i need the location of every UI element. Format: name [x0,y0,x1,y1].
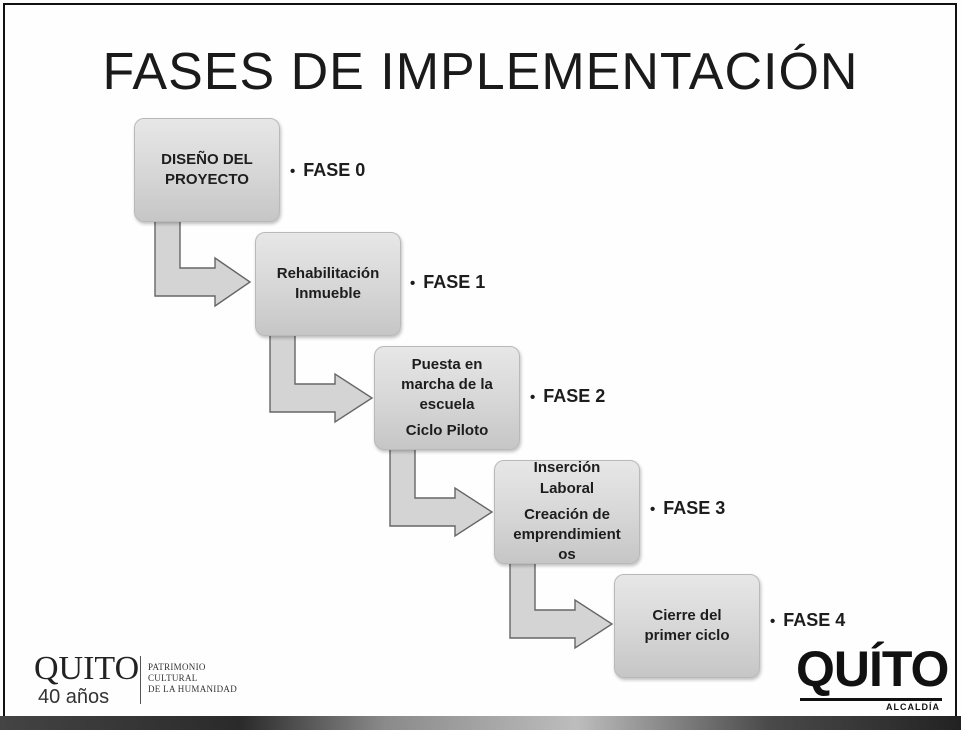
phase-box-4: Cierre del primer ciclo [614,574,760,678]
phase-4-line-2: primer ciclo [644,627,730,644]
phase-box-3: Inserción Laboral Creación de emprendimi… [494,459,640,564]
quito-alcaldia-word: QUÍTO [796,641,949,697]
phase-3-subtitle: Creación de emprendimient os [513,505,621,564]
phase-0-line-2: PROYECTO [165,171,249,188]
arrow-fase-3-to-4 [509,559,614,650]
logo-divider [140,656,141,704]
phase-3-label: • FASE 3 [650,498,725,519]
phase-2-line-1: Puesta en [411,355,483,373]
phase-2-line-2: marcha de la [401,375,493,393]
logo-rule [800,698,942,701]
phase-3-line-1: Inserción [533,459,601,477]
phase-1-label: • FASE 1 [410,272,485,293]
phase-1-line-2: Inmueble [295,285,361,302]
slide-title: FASES DE IMPLEMENTACIÓN [102,43,859,101]
phase-box-1: Rehabilitación Inmueble [255,232,401,336]
quito-logo-years: 40 años [38,686,110,708]
heritage-line-3: DE LA HUMANIDAD [148,684,237,694]
quito-alcaldia-logo: QUÍTO ALCALDÍA [796,640,949,712]
phase-4-label-text: FASE 4 [783,610,846,630]
arrow-fase-1-to-2 [269,331,374,424]
phase-1-label-text: FASE 1 [423,272,486,292]
bullet-icon: • [530,389,536,406]
phase-1-line-1: Rehabilitación [276,264,380,282]
phase-3-line-2: Laboral [539,479,595,497]
arrow-fase-0-to-1 [154,217,252,308]
phase-0-label: • FASE 0 [290,160,365,181]
quito-logo-heritage: PATRIMONIO CULTURAL DE LA HUMANIDAD [148,662,237,695]
phase-box-2: Puesta en marcha de la escuela Ciclo Pil… [374,346,520,450]
phase-2-label-text: FASE 2 [543,386,606,406]
bottom-strip [0,716,961,730]
bullet-icon: • [410,275,416,292]
quito-logo-word: QUITO [34,650,140,687]
quito-alcaldia-subtitle: ALCALDÍA [886,702,940,712]
phase-2-line-3: escuela [419,396,475,413]
phase-0-label-text: FASE 0 [303,160,366,180]
heritage-line-1: PATRIMONIO [148,662,206,672]
phase-2-subtitle: Ciclo Piloto [405,422,489,440]
heritage-line-2: CULTURAL [148,673,198,683]
phase-3-label-text: FASE 3 [663,498,726,518]
bullet-icon: • [290,163,296,180]
phase-4-line-1: Cierre del [652,606,722,624]
bullet-icon: • [650,501,656,518]
arrow-fase-2-to-3 [389,445,494,538]
phase-box-0: DISEÑO DEL PROYECTO [134,118,280,222]
phase-4-label: • FASE 4 [770,610,845,631]
quito-patrimonio-logo: QUITO 40 años PATRIMONIO CULTURAL DE LA … [34,650,254,710]
bullet-icon: • [770,613,776,630]
phase-0-line-1: DISEÑO DEL [161,150,253,168]
phase-2-label: • FASE 2 [530,386,605,407]
